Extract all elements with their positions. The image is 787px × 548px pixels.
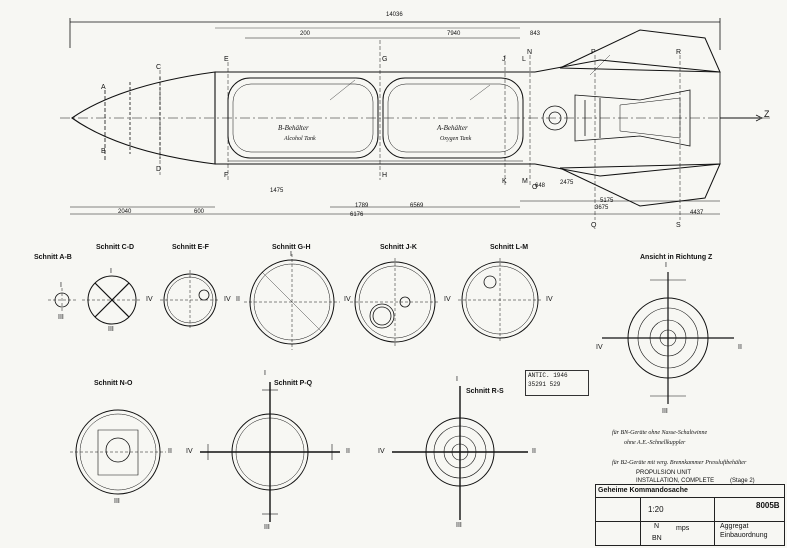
- roman-ii-gh: II: [236, 296, 240, 303]
- roman-iv-z: IV: [596, 344, 603, 351]
- title-mps: mps: [676, 525, 690, 532]
- section-title-r-s: Schnitt R-S: [466, 388, 504, 395]
- roman-ii-no: II: [168, 448, 172, 455]
- dim-200: 200: [300, 31, 311, 37]
- note-propulsion: PROPULSION UNIT: [636, 470, 692, 476]
- dim-1475: 1475: [270, 188, 284, 194]
- roman-i-cd: I: [110, 268, 112, 275]
- station-o: O: [532, 184, 538, 191]
- note-geraete: für BN-Geräte ohne Nasse-Schaltwinne: [612, 430, 708, 436]
- side-view: [60, 18, 770, 220]
- roman-iii-pq: III: [264, 524, 270, 531]
- roman-iv-rs: IV: [378, 448, 385, 455]
- dim-2040: 2040: [118, 209, 132, 215]
- roman-ii-pq: II: [346, 448, 350, 455]
- dim-5175: 5175: [600, 198, 614, 204]
- dim-overall: 14036: [386, 12, 403, 18]
- station-c: C: [156, 64, 162, 71]
- note-stage: (Stage 2): [730, 478, 755, 484]
- station-a: A: [101, 84, 106, 91]
- dim-600: 600: [194, 209, 205, 215]
- tank-b-sub: Alcohol Tank: [284, 136, 316, 142]
- title-bn: BN: [652, 535, 662, 542]
- dim-843: 843: [530, 31, 541, 37]
- section-title-l-m: Schnitt L-M: [490, 244, 529, 251]
- tank-a-label: A-Behälter: [437, 124, 468, 132]
- roman-iv-gh: IV: [344, 296, 351, 303]
- roman-i-ab: I: [60, 282, 62, 289]
- scale-value: 1:20: [648, 505, 664, 514]
- title-name-2: Einbauordnung: [720, 532, 768, 539]
- dim-648: 648: [535, 183, 546, 189]
- tank-b-label: B-Behälter: [278, 124, 309, 132]
- section-title-c-d: Schnitt C-D: [96, 244, 135, 251]
- dim-6176: 6176: [350, 212, 364, 218]
- roman-iv-pq: IV: [186, 448, 193, 455]
- station-g: G: [382, 56, 388, 63]
- section-row-1: [48, 254, 734, 404]
- roman-i-gh: I: [290, 251, 292, 258]
- roman-iv-cd: IV: [146, 296, 153, 303]
- section-title-n-o: Schnitt N-O: [94, 380, 133, 387]
- station-d: D: [156, 166, 162, 173]
- station-r: R: [676, 49, 682, 56]
- note-installation: INSTALLATION, COMPLETE: [636, 478, 715, 484]
- roman-iii-cd: III: [108, 326, 114, 333]
- station-k: K: [502, 178, 507, 185]
- title-block-header: Geheime Kommandosache: [598, 487, 688, 494]
- section-title-j-k: Schnitt J-K: [380, 244, 417, 251]
- dim-1789: 1789: [355, 203, 369, 209]
- note-ohne: ohne A.E.-Schnellkuppler: [624, 440, 686, 446]
- station-n: N: [527, 49, 533, 56]
- roman-ii-rs: II: [532, 448, 536, 455]
- station-m: M: [522, 178, 528, 185]
- title-block: Geheime Kommandosache 1:20 8005B Aggrega…: [595, 484, 785, 546]
- roman-iii-rs: III: [456, 522, 462, 529]
- archive-stamp: ANTIC. 1946 35291 529: [525, 370, 589, 396]
- roman-iv-ef: IV: [224, 296, 231, 303]
- dim-6569: 6569: [410, 203, 424, 209]
- station-f: F: [224, 172, 229, 179]
- station-q: Q: [591, 222, 597, 229]
- dim-3675: 3675: [595, 205, 609, 211]
- roman-iv-lm: IV: [546, 296, 553, 303]
- station-p: P: [591, 49, 596, 56]
- station-h: H: [382, 172, 388, 179]
- station-j: J: [502, 56, 506, 63]
- note-fuer-b2: für B2-Geräte mit verg. Brennkammer Pres…: [612, 460, 747, 466]
- section-row-2: [70, 382, 528, 522]
- roman-iii-no: III: [114, 498, 120, 505]
- title-n: N: [654, 523, 660, 530]
- stamp-line-1: ANTIC. 1946: [528, 372, 568, 379]
- tank-a-sub: Oxygen Tank: [440, 136, 472, 142]
- roman-ii-z: II: [738, 344, 742, 351]
- section-title-e-f: Schnitt E-F: [172, 244, 209, 251]
- title-name-1: Aggregat: [720, 523, 749, 530]
- stamp-line-2: 35291 529: [528, 381, 561, 388]
- station-s: S: [676, 222, 681, 229]
- roman-iii-z: III: [662, 408, 668, 415]
- roman-iii-ab: III: [58, 314, 64, 321]
- section-title-g-h: Schnitt G-H: [272, 244, 311, 251]
- roman-iv-jk: IV: [444, 296, 451, 303]
- view-title-z: Ansicht in Richtung Z: [640, 254, 713, 261]
- station-e: E: [224, 56, 229, 63]
- dim-7940: 7940: [447, 31, 461, 37]
- section-title-p-q: Schnitt P-Q: [274, 380, 313, 387]
- axis-z-label: Z: [764, 109, 770, 119]
- roman-i-rs: I: [456, 376, 458, 383]
- dim-2475: 2475: [560, 180, 574, 186]
- station-b: B: [101, 148, 106, 155]
- drawing-number: 8005B: [756, 501, 780, 510]
- dim-4437: 4437: [690, 210, 704, 216]
- section-title-a-b: Schnitt A-B: [34, 254, 72, 261]
- roman-i-pq: I: [264, 370, 266, 377]
- roman-i-z: I: [665, 262, 667, 269]
- station-l: L: [522, 56, 526, 63]
